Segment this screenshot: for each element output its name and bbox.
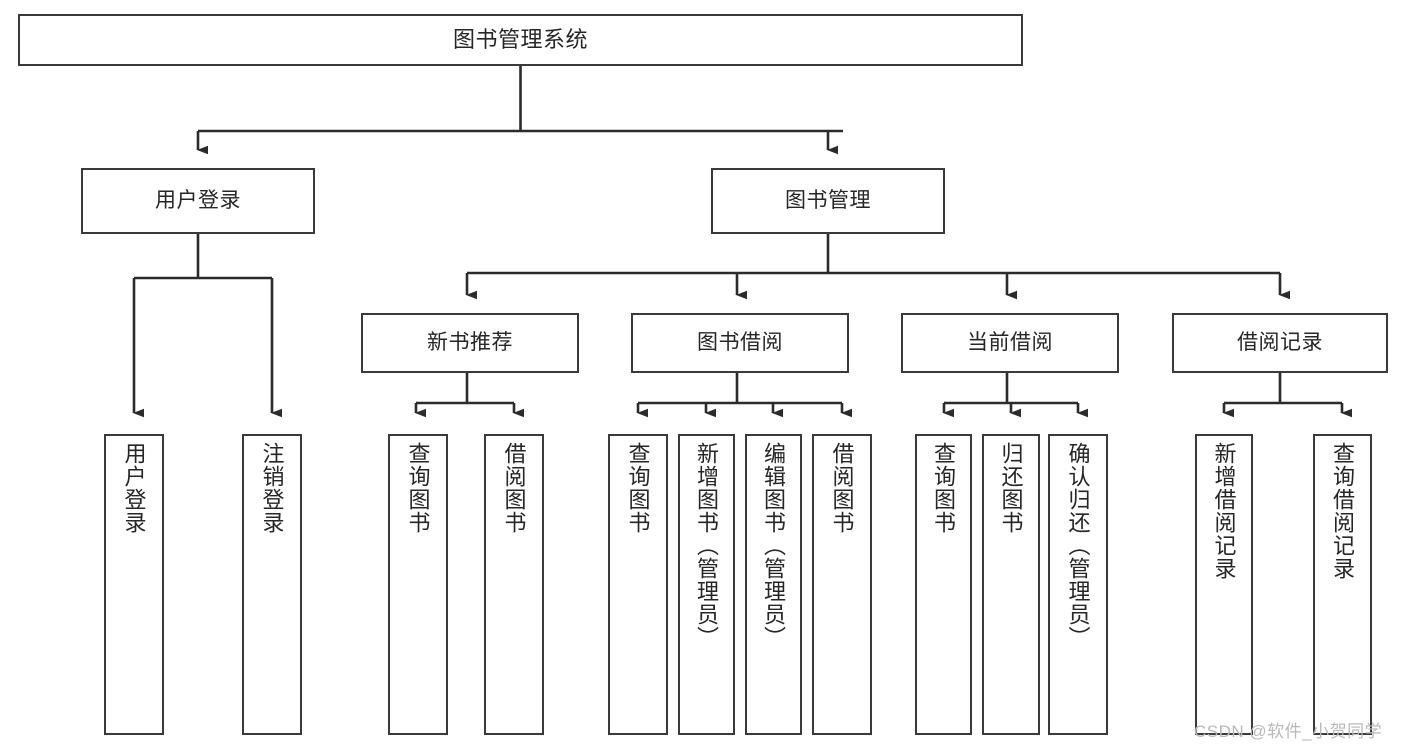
node-leaf-add-book[interactable]: 新增图书（管理员） (678, 434, 735, 735)
node-leaf-logout-label: 注销登录 (259, 442, 285, 534)
node-leaf-query-record[interactable]: 查询借阅记录 (1313, 434, 1372, 735)
node-root[interactable]: 图书管理系统 (18, 14, 1023, 66)
node-leaf-logout[interactable]: 注销登录 (242, 434, 302, 735)
node-leaf-add-record-label: 新增借阅记录 (1211, 442, 1237, 580)
node-leaf-confirm-return[interactable]: 确认归还（管理员） (1048, 434, 1108, 735)
node-leaf-borrow-book-rec[interactable]: 借阅图书 (484, 434, 544, 735)
node-leaf-query-book-cur[interactable]: 查询图书 (915, 434, 972, 735)
node-leaf-borrow-book-label: 借阅图书 (829, 442, 855, 534)
node-leaf-query-book-rec-label: 查询图书 (405, 442, 431, 534)
node-borrow-record[interactable]: 借阅记录 (1172, 313, 1388, 373)
node-new-book-rec[interactable]: 新书推荐 (361, 313, 579, 373)
node-book-manage[interactable]: 图书管理 (711, 168, 945, 234)
node-user-login[interactable]: 用户登录 (81, 168, 315, 234)
node-borrow-record-label: 借阅记录 (1237, 330, 1323, 354)
node-new-book-rec-label: 新书推荐 (427, 330, 513, 354)
node-leaf-borrow-book-rec-label: 借阅图书 (501, 442, 527, 534)
node-root-label: 图书管理系统 (452, 27, 588, 53)
node-leaf-edit-book[interactable]: 编辑图书（管理员） (745, 434, 802, 735)
node-current-borrow[interactable]: 当前借阅 (901, 313, 1119, 373)
node-leaf-query-book-rec[interactable]: 查询图书 (388, 434, 448, 735)
node-current-borrow-label: 当前借阅 (967, 330, 1053, 354)
node-leaf-return-book[interactable]: 归还图书 (982, 434, 1040, 735)
node-book-borrow-label: 图书借阅 (697, 330, 783, 354)
node-leaf-edit-book-label: 编辑图书（管理员） (761, 442, 787, 649)
node-leaf-add-record[interactable]: 新增借阅记录 (1195, 434, 1253, 735)
node-leaf-user-login[interactable]: 用户登录 (104, 434, 164, 735)
node-leaf-return-book-label: 归还图书 (998, 442, 1024, 534)
node-user-login-label: 用户登录 (155, 188, 241, 212)
node-leaf-query-book-cur-label: 查询图书 (931, 442, 957, 534)
node-leaf-add-book-label: 新增图书（管理员） (694, 442, 720, 649)
node-leaf-query-book-label: 查询图书 (625, 442, 651, 534)
node-leaf-confirm-return-label: 确认归还（管理员） (1065, 442, 1091, 649)
node-leaf-query-book[interactable]: 查询图书 (608, 434, 668, 735)
node-leaf-query-record-label: 查询借阅记录 (1330, 442, 1356, 580)
node-leaf-user-login-label: 用户登录 (121, 442, 147, 534)
node-book-borrow[interactable]: 图书借阅 (631, 313, 849, 373)
node-book-manage-label: 图书管理 (785, 188, 871, 212)
node-leaf-borrow-book[interactable]: 借阅图书 (812, 434, 872, 735)
csdn-watermark: CSDN @软件_小贺同学 (1194, 722, 1383, 741)
